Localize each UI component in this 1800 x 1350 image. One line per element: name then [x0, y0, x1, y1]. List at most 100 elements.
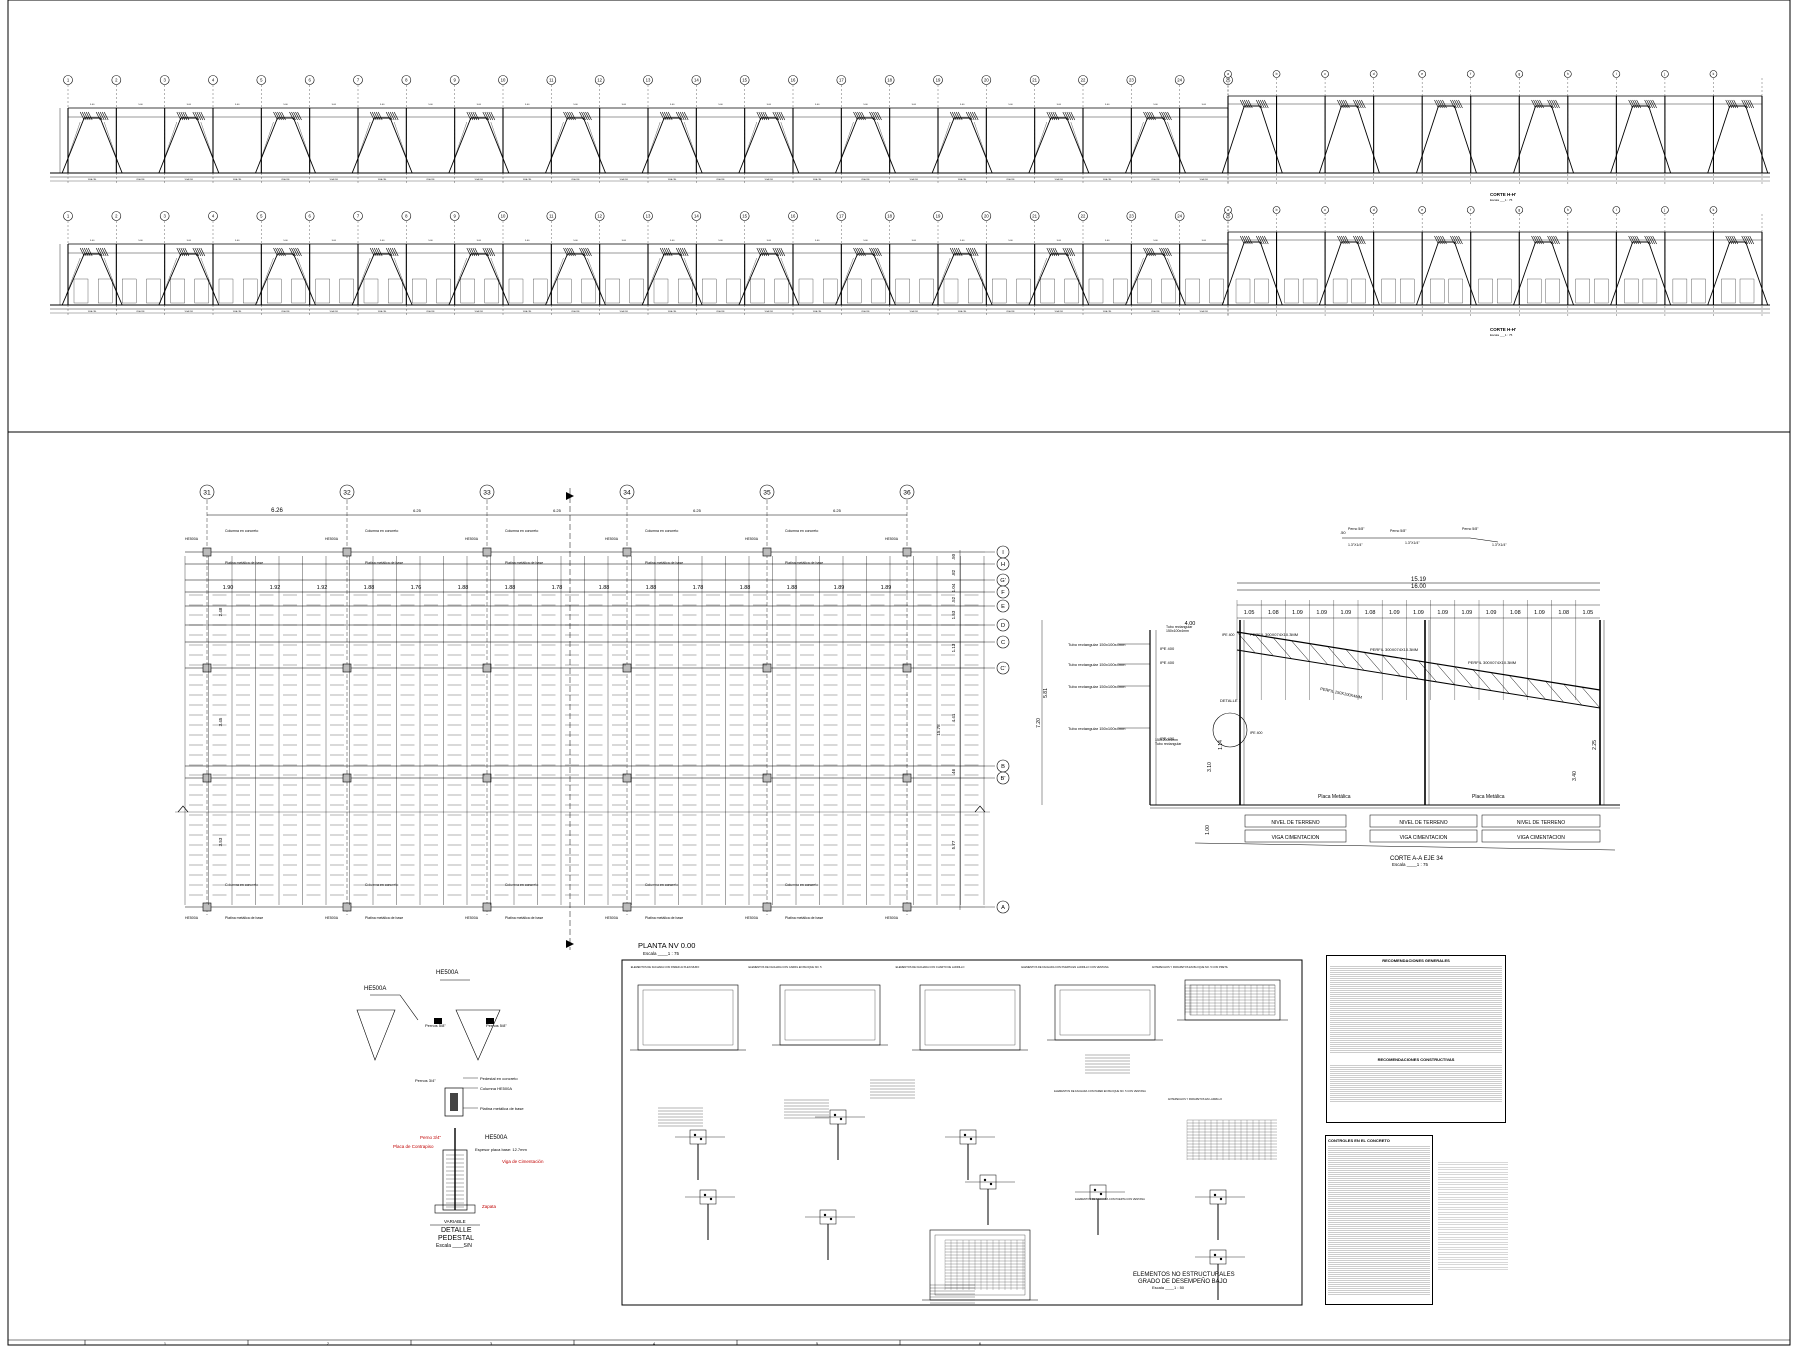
- brace-hatch: [1359, 99, 1364, 109]
- brace-hatch: [675, 247, 681, 257]
- bay-dimension: 5.00: [863, 104, 868, 106]
- brace-hatch: [1452, 235, 1457, 245]
- window-opening: [895, 278, 910, 304]
- foundation-note: VIGA CIM.: [716, 310, 725, 313]
- axis-bubble-label: 8: [405, 214, 408, 219]
- brace-hatch: [1165, 111, 1170, 121]
- brace-hatch: [1442, 99, 1447, 109]
- right-dimension: 4.41: [951, 713, 956, 722]
- beam-label: HE500A: [185, 916, 199, 920]
- window-opening: [1137, 278, 1152, 304]
- right-dimension: .52: [951, 596, 956, 603]
- brace-hatch: [1652, 99, 1657, 109]
- brace-hatch: [81, 247, 87, 257]
- window-opening: [1113, 278, 1128, 304]
- column-plan: [762, 902, 772, 912]
- truss-web: [1345, 649, 1365, 671]
- nonstruct-heading: ELEMENTOS DE FACHADA CON PUERTA EN LADRI…: [1021, 965, 1109, 969]
- beam-label: HE500A: [325, 916, 339, 920]
- axis-bubble: [836, 75, 847, 85]
- perno-line: [1342, 537, 1499, 543]
- axis-bubble: [63, 75, 73, 85]
- axis-bubble: [1369, 70, 1378, 78]
- brace: [873, 253, 896, 306]
- brace-hatch: [393, 111, 399, 121]
- brace: [158, 253, 182, 306]
- brace-hatch: [182, 247, 188, 257]
- brace-hatch: [1553, 99, 1558, 109]
- brace-hatch: [1264, 235, 1269, 245]
- axis-bubble: [1661, 70, 1669, 78]
- plate-note: Platina metálica de base: [785, 561, 823, 565]
- axis-bubble-label: 9: [453, 214, 456, 219]
- plate-note: Platina metálica de base: [225, 916, 263, 920]
- brace-hatch: [871, 247, 876, 257]
- brace-hatch: [198, 247, 204, 257]
- brace-hatch: [585, 111, 590, 121]
- axis-bubble-label: 23: [1129, 214, 1134, 219]
- brace-hatch: [1644, 235, 1649, 245]
- column-plan: [342, 902, 352, 912]
- axis-bubble-label: 11: [549, 214, 554, 219]
- foundation-note: VIGA CIM.: [378, 310, 387, 313]
- axis-bubble-label: i: [1616, 72, 1617, 76]
- column-note: Columna en concreto: [645, 529, 678, 533]
- brace-hatch: [1537, 99, 1542, 109]
- row-dimension: 1.78: [693, 585, 704, 591]
- facade-panel-inner: [924, 989, 1016, 1046]
- axis-bubble: [1272, 206, 1281, 214]
- brace-hatch: [1553, 235, 1558, 245]
- window-opening: [267, 278, 282, 304]
- brace-hatch: [1454, 235, 1459, 245]
- brace-hatch: [369, 247, 375, 257]
- window-opening: [1497, 278, 1512, 304]
- brace: [255, 253, 278, 306]
- brace-inner: [356, 121, 371, 164]
- facade-panel: [637, 984, 739, 1051]
- axis-bubble: [788, 211, 798, 221]
- brace-hatch: [1143, 247, 1148, 257]
- foundation-note: VIGA CIM.: [910, 310, 919, 313]
- brace-hatch: [1357, 235, 1362, 245]
- brace-hatch: [1650, 99, 1655, 109]
- window-opening: [1527, 278, 1542, 304]
- perno-label: Pernos 5/8": [486, 1023, 507, 1028]
- truss-web: [1527, 678, 1546, 700]
- brace: [1318, 241, 1342, 306]
- detail-note: Pedestal en concreto: [480, 1076, 518, 1081]
- axis-bubble-label: C: [1001, 640, 1005, 646]
- brace-hatch: [955, 111, 961, 121]
- brace-hatch: [1648, 99, 1653, 109]
- brace-hatch: [1727, 235, 1732, 245]
- brace-hatch: [297, 111, 302, 121]
- brace-inner: [452, 257, 467, 296]
- brace-hatch: [1151, 247, 1156, 257]
- grid-bubble-top: [619, 484, 635, 500]
- brace-hatch: [675, 111, 681, 121]
- brace-inner: [1129, 257, 1144, 296]
- axis-bubble-label: F: [1001, 590, 1005, 596]
- brace-hatch: [875, 111, 880, 121]
- pedestal-triangle: [455, 1009, 501, 1061]
- bay-dimension: 5.00: [718, 240, 723, 242]
- brace-hatch: [1240, 99, 1245, 109]
- brace-hatch: [1048, 111, 1054, 121]
- column-plan: [202, 663, 212, 673]
- ipe-label: IPE 400: [1160, 736, 1175, 741]
- brace-hatch: [1442, 235, 1447, 245]
- brace-hatch: [1161, 247, 1166, 257]
- brace-hatch: [484, 111, 490, 121]
- foundation-note: VIGA CIM.: [233, 310, 242, 313]
- right-dimension: .50: [951, 553, 956, 560]
- vert-dim-label: 3.10: [1207, 762, 1213, 772]
- brace-hatch: [387, 247, 393, 257]
- brace: [641, 117, 665, 174]
- foundation-note: VIGA CIM.: [1151, 178, 1160, 181]
- brace-hatch: [297, 247, 302, 257]
- red-note: Viga de Cimentación: [502, 1159, 544, 1164]
- rebar-dot: [823, 1213, 827, 1217]
- brace-inner: [1032, 257, 1047, 296]
- row-dimension: 1.90: [223, 585, 234, 591]
